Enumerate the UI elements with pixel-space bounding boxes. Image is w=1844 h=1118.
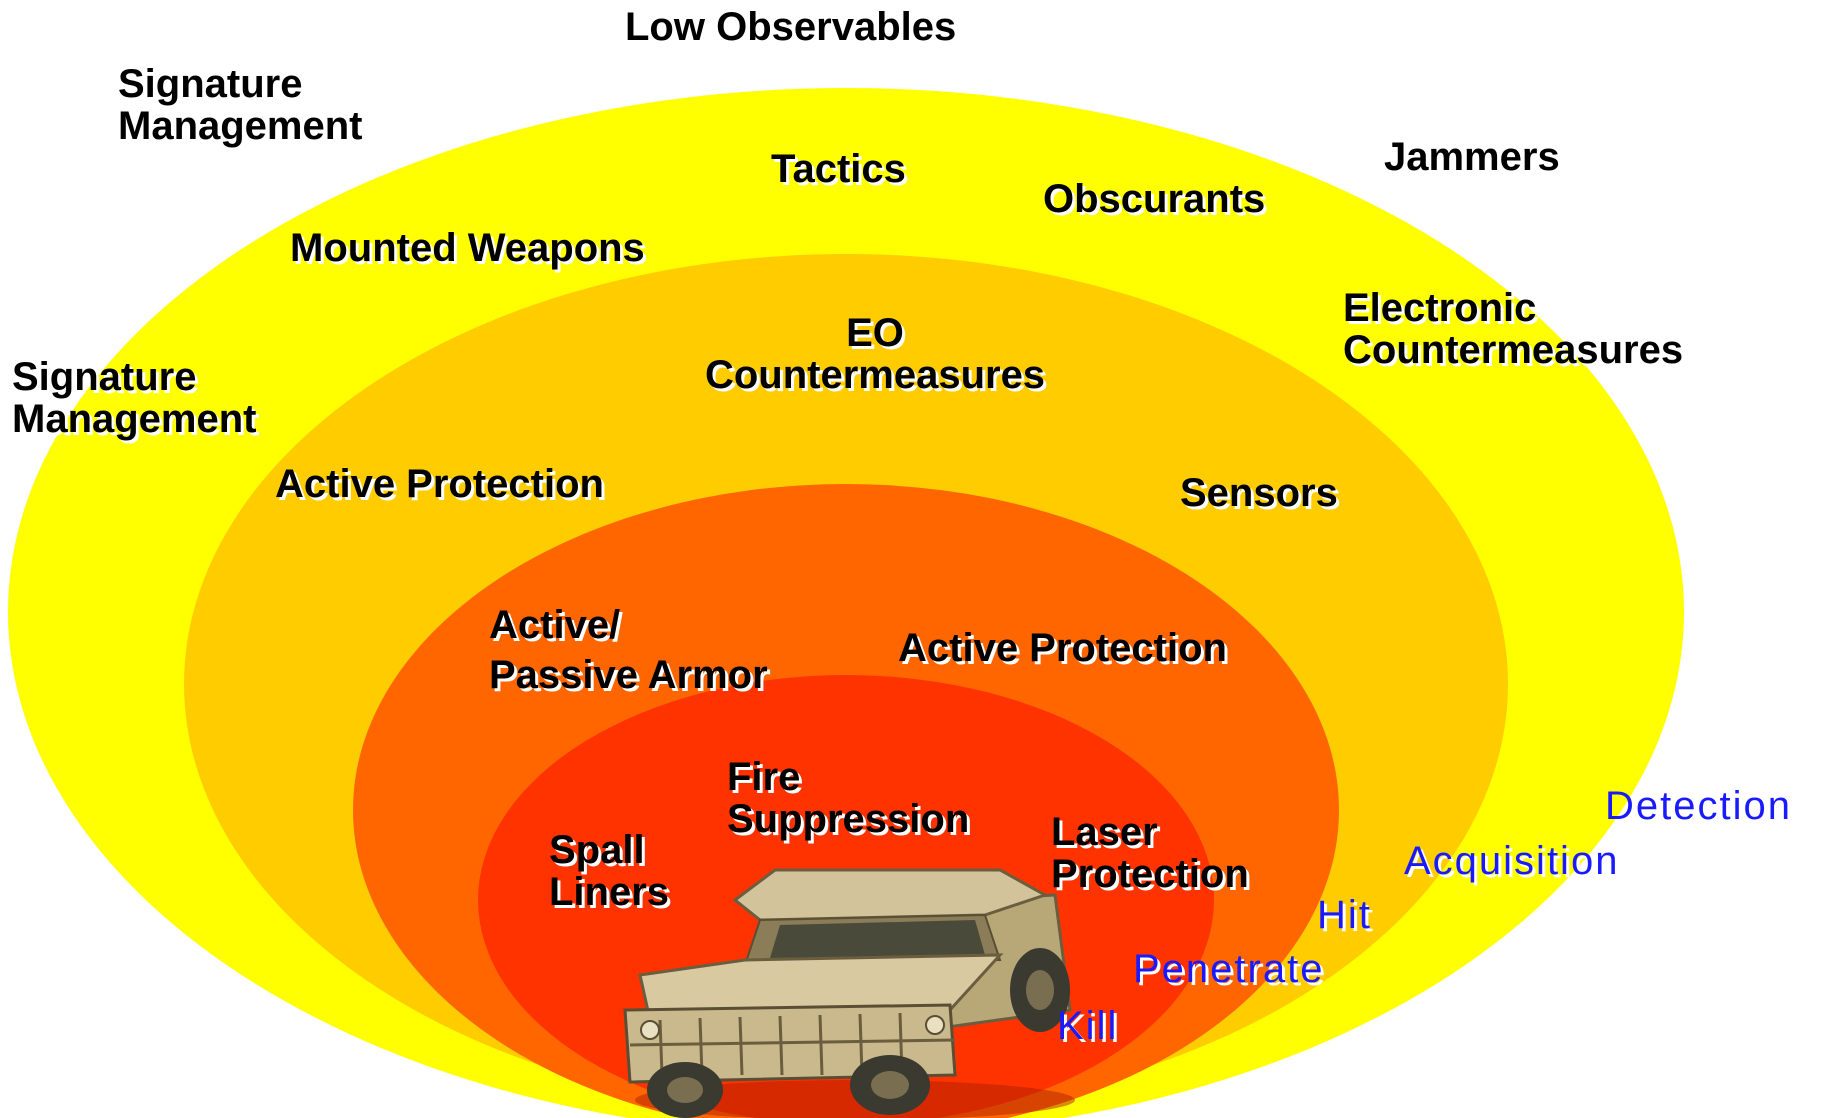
label-obscurants: Obscurants xyxy=(1043,177,1266,221)
label-signature-management-top: Signature Management xyxy=(118,63,363,147)
label-line: Protection xyxy=(1051,852,1249,896)
label-spall-liners: Spall Liners xyxy=(549,829,669,913)
label-line: EO xyxy=(846,311,904,355)
label-line: Signature xyxy=(118,62,303,106)
label-low-observables: Low Observables xyxy=(625,5,957,49)
label-active-protection-outer: Active Protection xyxy=(275,462,604,506)
label-acquisition: Acquisition xyxy=(1404,839,1620,883)
label-laser-protection: Laser Protection xyxy=(1051,811,1249,895)
label-sensors: Sensors xyxy=(1180,471,1338,515)
label-electronic-countermeasures: Electronic Countermeasures xyxy=(1343,287,1683,371)
label-line: Laser xyxy=(1051,810,1158,854)
label-line: Countermeasures xyxy=(1343,328,1684,372)
label-fire-suppression: Fire Suppression xyxy=(727,756,969,840)
label-line: Active/ xyxy=(489,603,621,647)
label-detection: Detection xyxy=(1605,784,1792,828)
military-vehicle-icon xyxy=(623,868,1075,1118)
label-kill: Kill xyxy=(1057,1004,1119,1048)
label-line: Liners xyxy=(549,870,670,914)
label-active-passive-armor: Active/ Passive Armor xyxy=(489,604,768,696)
label-penetrate: Penetrate xyxy=(1133,947,1325,991)
label-line: Signature xyxy=(12,355,197,399)
label-jammers: Jammers xyxy=(1384,135,1560,179)
label-line: Suppression xyxy=(727,797,970,841)
label-mounted-weapons: Mounted Weapons xyxy=(290,226,645,270)
label-line: Countermeasures xyxy=(704,353,1046,397)
label-line: Electronic xyxy=(1343,286,1537,330)
label-line: Management xyxy=(118,104,363,148)
label-tactics: Tactics xyxy=(771,147,906,191)
label-line: Management xyxy=(12,397,257,441)
label-line: Spall xyxy=(549,828,645,872)
label-active-protection-inner: Active Protection xyxy=(898,626,1227,670)
label-line: Passive Armor xyxy=(489,653,768,697)
label-signature-management-left: Signature Management xyxy=(12,356,257,440)
label-line: Fire xyxy=(727,755,801,799)
label-eo-countermeasures: EO Countermeasures xyxy=(690,312,1060,396)
label-hit: Hit xyxy=(1317,893,1372,937)
